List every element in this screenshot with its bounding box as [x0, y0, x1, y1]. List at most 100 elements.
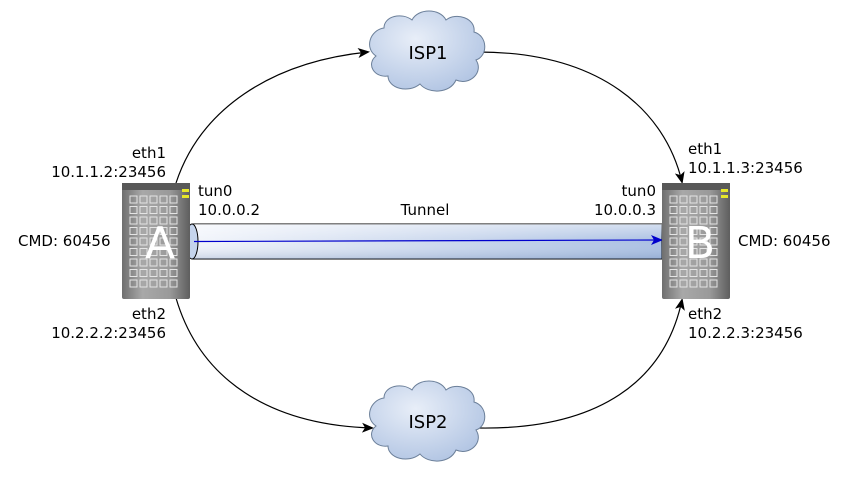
isp2-label: ISP2: [408, 412, 447, 433]
b-tun-addr: 10.0.0.3: [594, 201, 656, 219]
grille-cell: [679, 227, 688, 235]
server-b-grille: [669, 195, 718, 288]
grille-cell: [169, 195, 178, 204]
grille-cell: [669, 227, 678, 235]
grille-cell: [709, 258, 718, 267]
grille-cell: [689, 269, 698, 277]
grille-cell: [169, 279, 178, 288]
server-a: A: [122, 183, 190, 299]
grille-cell: [159, 258, 168, 267]
grille-cell: [669, 195, 678, 204]
grille-cell: [699, 279, 708, 288]
grille-cell: [159, 248, 168, 256]
grille-cell: [709, 248, 718, 256]
grille-cell: [129, 269, 138, 277]
grille-cell: [139, 227, 148, 235]
grille-cell: [149, 279, 158, 288]
a-tun-addr: 10.0.0.2: [198, 201, 260, 219]
grille-cell: [709, 269, 718, 277]
grille-cell: [679, 206, 688, 214]
grille-cell: [689, 258, 698, 267]
grille-cell: [129, 206, 138, 214]
b-tun-name: tun0: [622, 182, 656, 200]
grille-cell: [169, 237, 178, 246]
grille-cell: [699, 248, 708, 256]
grille-cell: [669, 258, 678, 267]
grille-cell: [679, 195, 688, 204]
isp2-cloud: ISP2: [369, 380, 486, 462]
b-eth2-name: eth2: [688, 305, 722, 323]
grille-cell: [129, 227, 138, 235]
grille-cell: [129, 279, 138, 288]
grille-cell: [129, 195, 138, 204]
grille-cell: [139, 269, 148, 277]
grille-cell: [149, 237, 158, 246]
grille-cell: [139, 248, 148, 256]
grille-cell: [139, 279, 148, 288]
tunnel-arrow: [193, 235, 663, 246]
grille-cell: [149, 195, 158, 204]
grille-cell: [679, 279, 688, 288]
grille-cell: [699, 269, 708, 277]
grille-cell: [669, 279, 678, 288]
grille-cell: [689, 248, 698, 256]
grille-cell: [149, 248, 158, 256]
grille-cell: [159, 227, 168, 235]
b-eth1-addr: 10.1.1.3:23456: [688, 159, 803, 177]
grille-cell: [139, 195, 148, 204]
grille-cell: [689, 279, 698, 288]
a-tun-name: tun0: [198, 182, 232, 200]
grille-cell: [139, 206, 148, 214]
a-eth2-addr: 10.2.2.2:23456: [51, 324, 166, 342]
grille-cell: [679, 248, 688, 256]
grille-cell: [669, 248, 678, 256]
grille-cell: [679, 269, 688, 277]
grille-cell: [129, 216, 138, 225]
grille-cell: [139, 258, 148, 267]
grille-cell: [709, 195, 718, 204]
grille-cell: [149, 227, 158, 235]
grille-cell: [169, 248, 178, 256]
b-cmd: CMD: 60456: [738, 232, 831, 250]
grille-cell: [709, 237, 718, 246]
grille-cell: [159, 279, 168, 288]
server-b-letter: B: [685, 218, 715, 269]
grille-cell: [669, 237, 678, 246]
isp1-label: ISP1: [408, 43, 447, 64]
grille-cell: [169, 258, 178, 267]
server-a-grille: [129, 195, 178, 288]
grille-cell: [159, 269, 168, 277]
link-isp1-b: [477, 51, 685, 184]
grille-cell: [679, 216, 688, 225]
grille-cell: [709, 279, 718, 288]
b-eth1-name: eth1: [688, 140, 722, 158]
grille-cell: [169, 216, 178, 225]
grille-cell: [149, 269, 158, 277]
grille-cell: [169, 227, 178, 235]
grille-cell: [699, 216, 708, 225]
link-isp2-b: [477, 298, 685, 429]
grille-cell: [679, 237, 688, 246]
link-a-isp2: [175, 297, 374, 433]
grille-cell: [159, 237, 168, 246]
grille-cell: [129, 237, 138, 246]
a-cmd: CMD: 60456: [18, 232, 111, 250]
grille-cell: [689, 237, 698, 246]
grille-cell: [699, 227, 708, 235]
grille-cell: [149, 206, 158, 214]
grille-cell: [129, 248, 138, 256]
link-a-isp1: [175, 48, 370, 184]
grille-cell: [699, 237, 708, 246]
server-b: B: [662, 183, 730, 299]
grille-cell: [699, 258, 708, 267]
grille-cell: [169, 206, 178, 214]
grille-cell: [709, 206, 718, 214]
grille-cell: [159, 206, 168, 214]
grille-cell: [139, 216, 148, 225]
grille-cell: [169, 269, 178, 277]
grille-cell: [689, 206, 698, 214]
isp1-cloud: ISP1: [369, 10, 486, 92]
a-eth1-addr: 10.1.1.2:23456: [51, 163, 166, 181]
grille-cell: [679, 258, 688, 267]
